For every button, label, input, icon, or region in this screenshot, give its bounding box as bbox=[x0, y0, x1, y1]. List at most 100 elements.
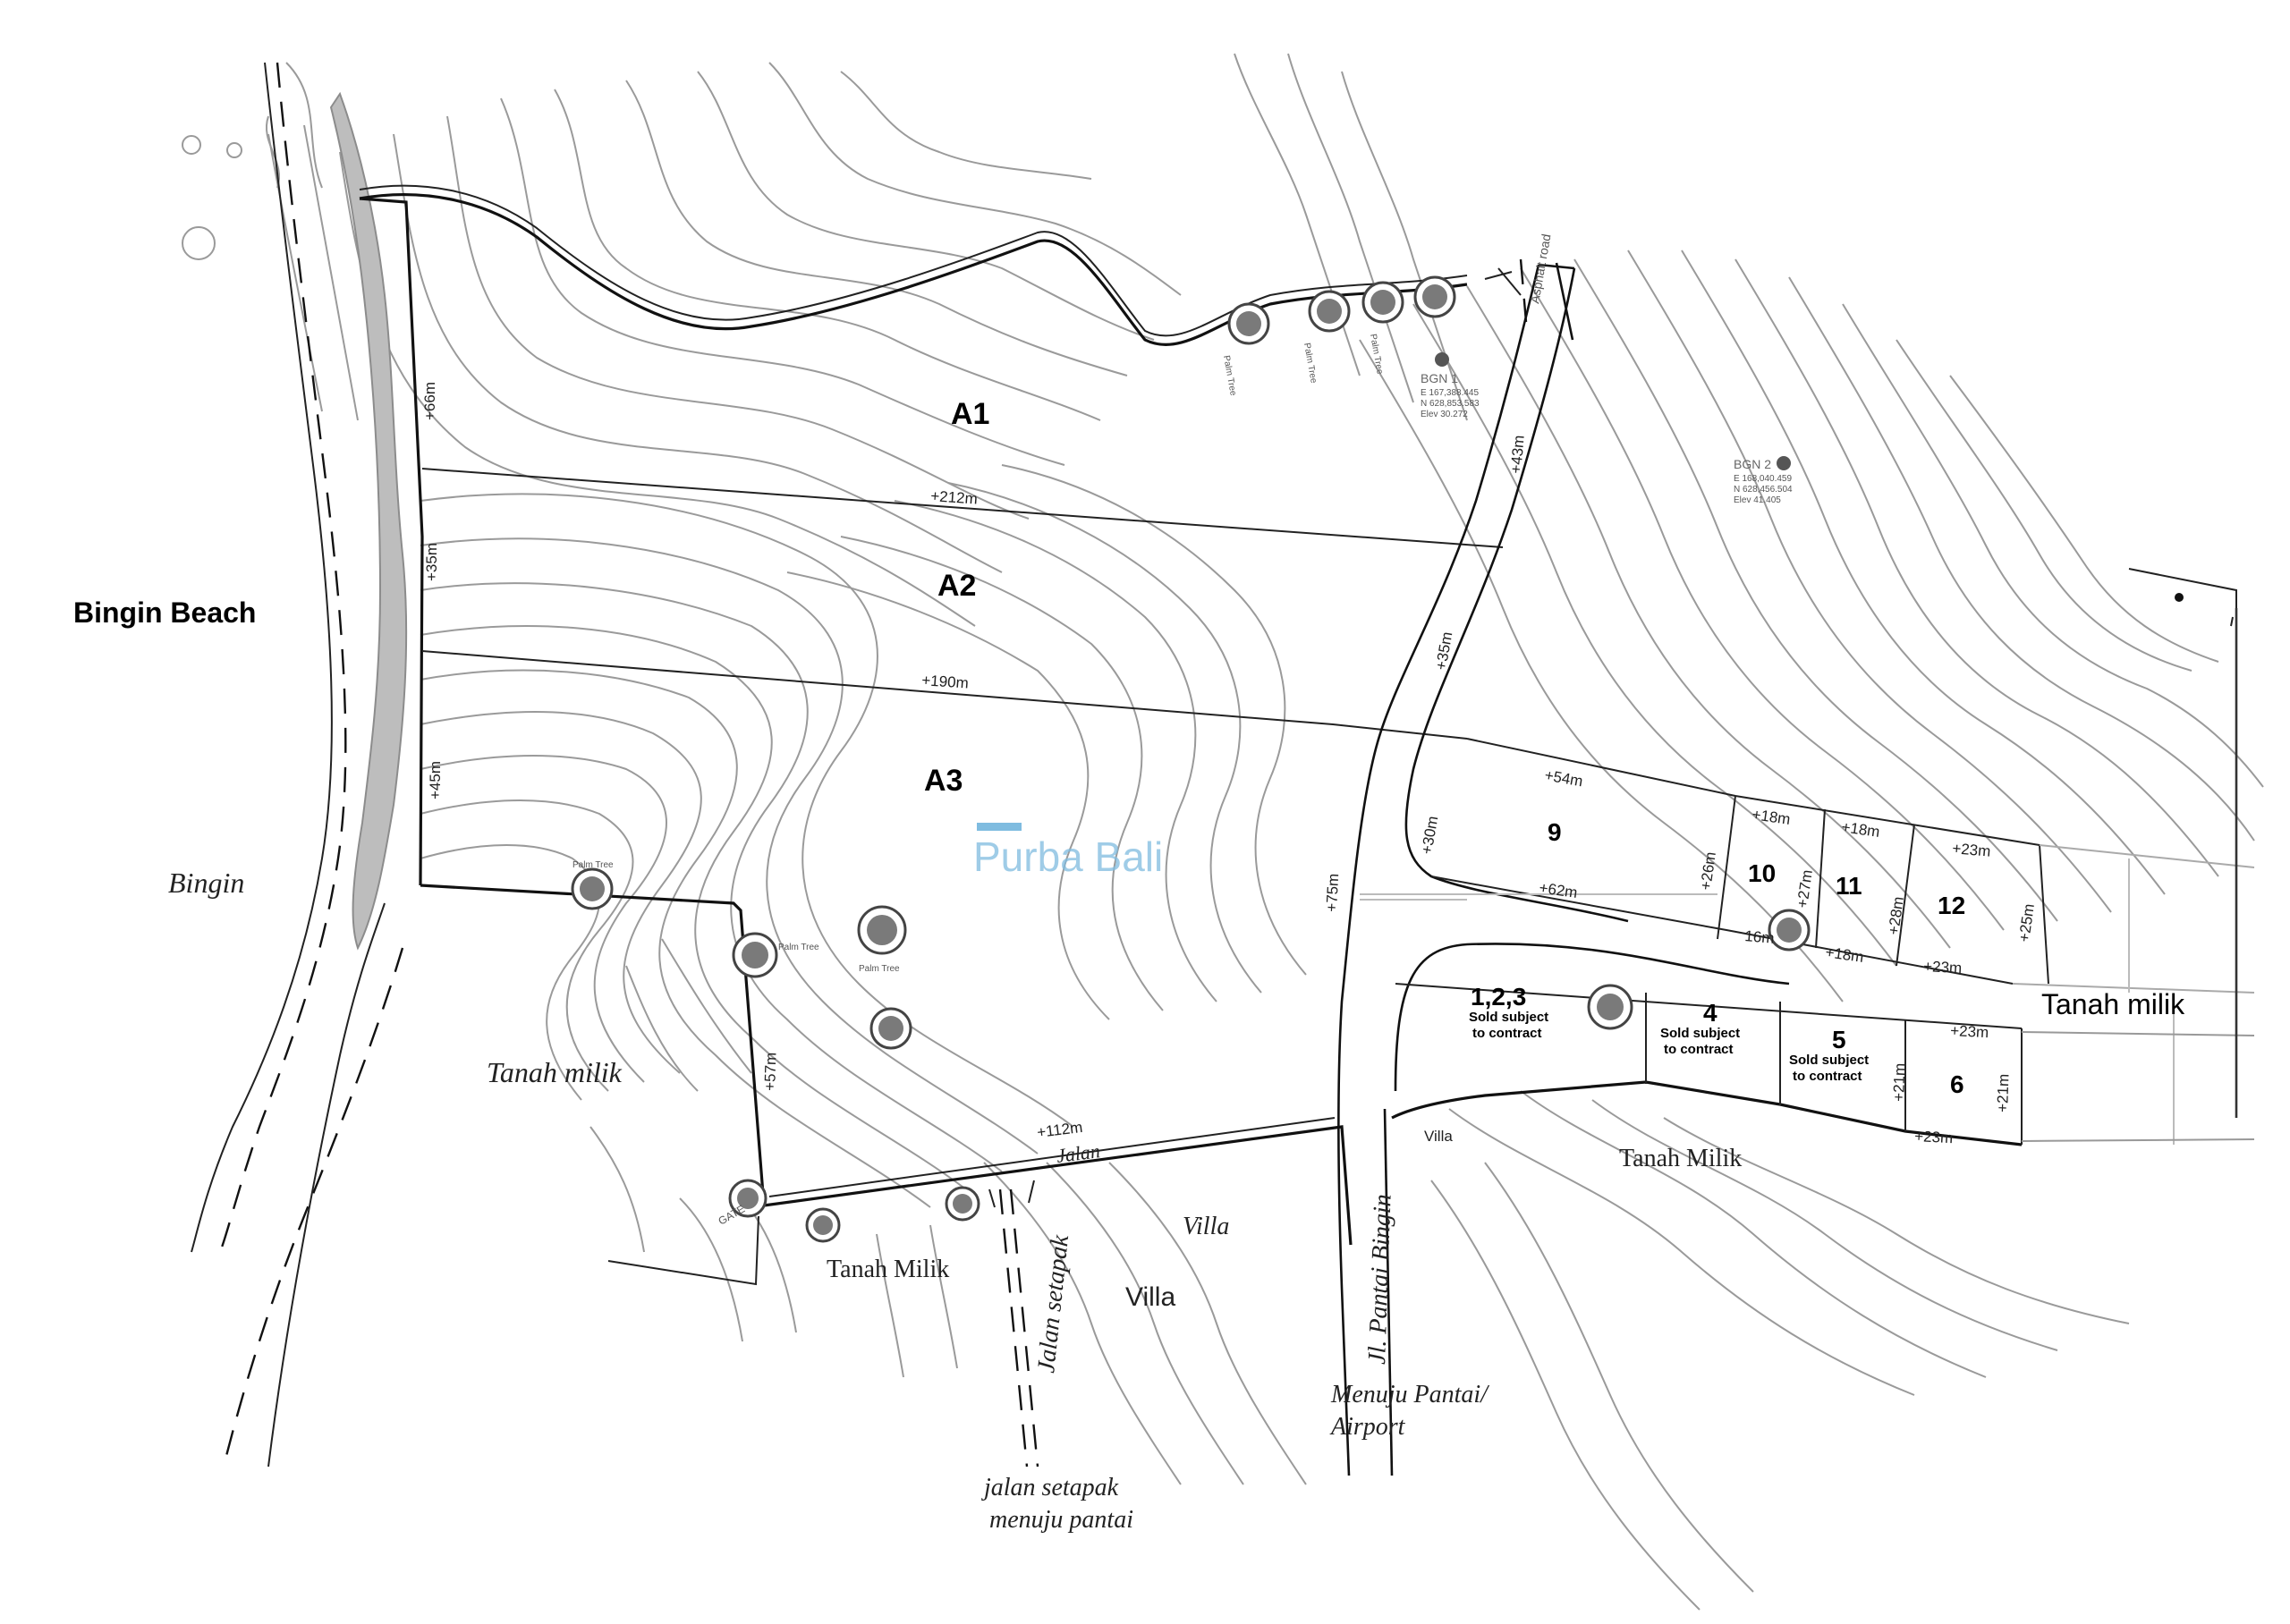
tree-label: Palm Tree bbox=[1368, 334, 1385, 376]
tree-icon bbox=[1361, 281, 1404, 324]
dim-label: +21m bbox=[1994, 1074, 2012, 1113]
tree-icon bbox=[945, 1186, 980, 1222]
lot-status-line1: Sold subject bbox=[1660, 1026, 1740, 1041]
tree-label: Palm Tree bbox=[1302, 343, 1319, 385]
bgn1-name: BGN 1 bbox=[1421, 371, 1458, 385]
bgn2-northing: N 628,456.504 bbox=[1734, 485, 1793, 495]
lot-label-4: 4 bbox=[1703, 999, 1718, 1027]
dim-label: +25m bbox=[2015, 902, 2038, 943]
lot-label-10: 10 bbox=[1748, 859, 1776, 887]
watermark: Purba Bali bbox=[973, 833, 1163, 880]
bgn2-name: BGN 2 bbox=[1734, 457, 1771, 471]
tree-icon bbox=[1308, 290, 1351, 333]
coast-line-dashed bbox=[218, 62, 347, 1253]
dim-label: +212m bbox=[930, 487, 979, 508]
tree-label: Palm Tree bbox=[1221, 355, 1238, 397]
place-bingin-beach: Bingin Beach bbox=[73, 596, 256, 629]
dim-label: +66m bbox=[421, 382, 438, 420]
dim-label: +18m bbox=[1824, 943, 1864, 966]
dim-label: +43m bbox=[1507, 435, 1528, 474]
parcel-boundaries-a bbox=[359, 184, 1504, 1286]
area-label-a1: A1 bbox=[951, 397, 989, 431]
lot-label-9: 9 bbox=[1548, 818, 1562, 846]
direction-menuju-pantai: Menuju Pantai/ bbox=[1330, 1381, 1489, 1408]
tree-label: Palm Tree bbox=[572, 860, 614, 870]
place-tanah-milik-left: Tanah milik bbox=[487, 1056, 623, 1088]
bgn1-elevation: Elev 30.272 bbox=[1421, 410, 1468, 419]
benchmark-bgn1: BGN 1 E 167,388.445 N 628,853.583 Elev 3… bbox=[1421, 352, 1480, 419]
tree-icon bbox=[805, 1207, 841, 1243]
bgn1-northing: N 628,853.583 bbox=[1421, 399, 1480, 409]
lot-boundaries-south bbox=[1391, 983, 2255, 1146]
tree-icon bbox=[571, 867, 614, 910]
beach-line-left bbox=[267, 902, 386, 1468]
lot-label-6: 6 bbox=[1950, 1070, 1964, 1098]
dim-label: +28m bbox=[1885, 895, 1907, 935]
place-tanah-milik-right: Tanah milik bbox=[2041, 988, 2185, 1020]
tree-icon bbox=[1227, 302, 1270, 345]
tree-icon bbox=[728, 1179, 768, 1218]
direction-airport: Airport bbox=[1329, 1413, 1406, 1441]
dim-label: +112m bbox=[1036, 1119, 1083, 1141]
dim-label: +18m bbox=[1840, 818, 1880, 841]
bgn1-easting: E 167,388.445 bbox=[1421, 388, 1479, 398]
road-label-jalan: Jalan bbox=[1056, 1139, 1102, 1167]
tree-label: Palm Tree bbox=[778, 943, 819, 952]
tree-icon bbox=[732, 932, 778, 978]
place-villa-2: Villa bbox=[1125, 1282, 1175, 1312]
lot-label-5: 5 bbox=[1832, 1026, 1846, 1053]
lot-status-line2: to contract bbox=[1793, 1069, 1862, 1084]
area-label-a2: A2 bbox=[937, 569, 976, 603]
trees bbox=[571, 275, 1811, 1243]
area-label-a3: A3 bbox=[924, 764, 963, 798]
beach-path-dashed bbox=[222, 947, 404, 1468]
dim-label: +27m bbox=[1794, 868, 1816, 909]
dim-label: +18m bbox=[1751, 806, 1791, 828]
tree-icon bbox=[869, 1007, 912, 1050]
place-tanah-milik-bottom: Tanah Milik bbox=[1619, 1145, 1742, 1172]
place-bingin: Bingin bbox=[168, 867, 244, 899]
bgn2-elevation: Elev 41.405 bbox=[1734, 495, 1781, 505]
lot-label-12: 12 bbox=[1938, 892, 1965, 919]
lot-label-1-2-3: 1,2,3 bbox=[1471, 983, 1526, 1011]
dim-label: +54m bbox=[1543, 766, 1584, 790]
dim-label: +23m bbox=[1914, 1128, 1954, 1146]
place-villa-small: Villa bbox=[1424, 1128, 1453, 1145]
dim-label: +23m bbox=[1950, 1022, 1989, 1041]
road-label-asphalt: Asphalt road bbox=[1527, 233, 1553, 304]
dim-label: +45m bbox=[427, 761, 444, 799]
place-villa-1: Villa bbox=[1183, 1213, 1229, 1240]
road-label-jl-pantai-bingin: Jl. Pantai Bingin bbox=[1363, 1194, 1397, 1365]
dim-label: +30m bbox=[1418, 815, 1441, 856]
dim-label: +62m bbox=[1538, 879, 1578, 901]
lot-status-line1: Sold subject bbox=[1789, 1053, 1869, 1068]
benchmark-bgn2: BGN 2 E 168,040.459 N 628,456.504 Elev 4… bbox=[1734, 456, 1793, 505]
dim-label: +26m bbox=[1697, 850, 1719, 891]
road-jl-pantai-bingin bbox=[1336, 258, 1790, 1476]
dim-label: +190m bbox=[921, 672, 970, 692]
tree-icon bbox=[1587, 984, 1633, 1030]
dim-label: +35m bbox=[423, 543, 440, 581]
lot-boundaries-north bbox=[1360, 738, 2255, 1145]
dim-label: +23m bbox=[1923, 958, 1963, 977]
dim-label: +21m bbox=[1890, 1063, 1908, 1103]
bgn2-easting: E 168,040.459 bbox=[1734, 474, 1792, 484]
note-menuju-pantai: menuju pantai bbox=[989, 1506, 1133, 1534]
dim-label: +57m bbox=[761, 1053, 779, 1092]
dim-label: +23m bbox=[1952, 840, 1991, 860]
marker-dot bbox=[2175, 593, 2184, 602]
lot-status-line1: Sold subject bbox=[1469, 1010, 1548, 1025]
lot-status-line2: to contract bbox=[1664, 1042, 1734, 1057]
watermark-bar bbox=[977, 823, 1022, 831]
lot-label-11: 11 bbox=[1836, 872, 1862, 900]
contour-lines bbox=[267, 53, 2264, 1611]
dim-label: +35m bbox=[1432, 630, 1455, 672]
tree-icon bbox=[1413, 275, 1456, 318]
tree-icon bbox=[1768, 909, 1811, 952]
dim-label: +75m bbox=[1323, 873, 1342, 912]
tree-icon bbox=[857, 905, 907, 955]
footpath-jalan-setapak bbox=[876, 1180, 1039, 1468]
dim-label: 16m bbox=[1744, 927, 1776, 947]
place-tanah-milik-center: Tanah Milik bbox=[827, 1256, 949, 1283]
